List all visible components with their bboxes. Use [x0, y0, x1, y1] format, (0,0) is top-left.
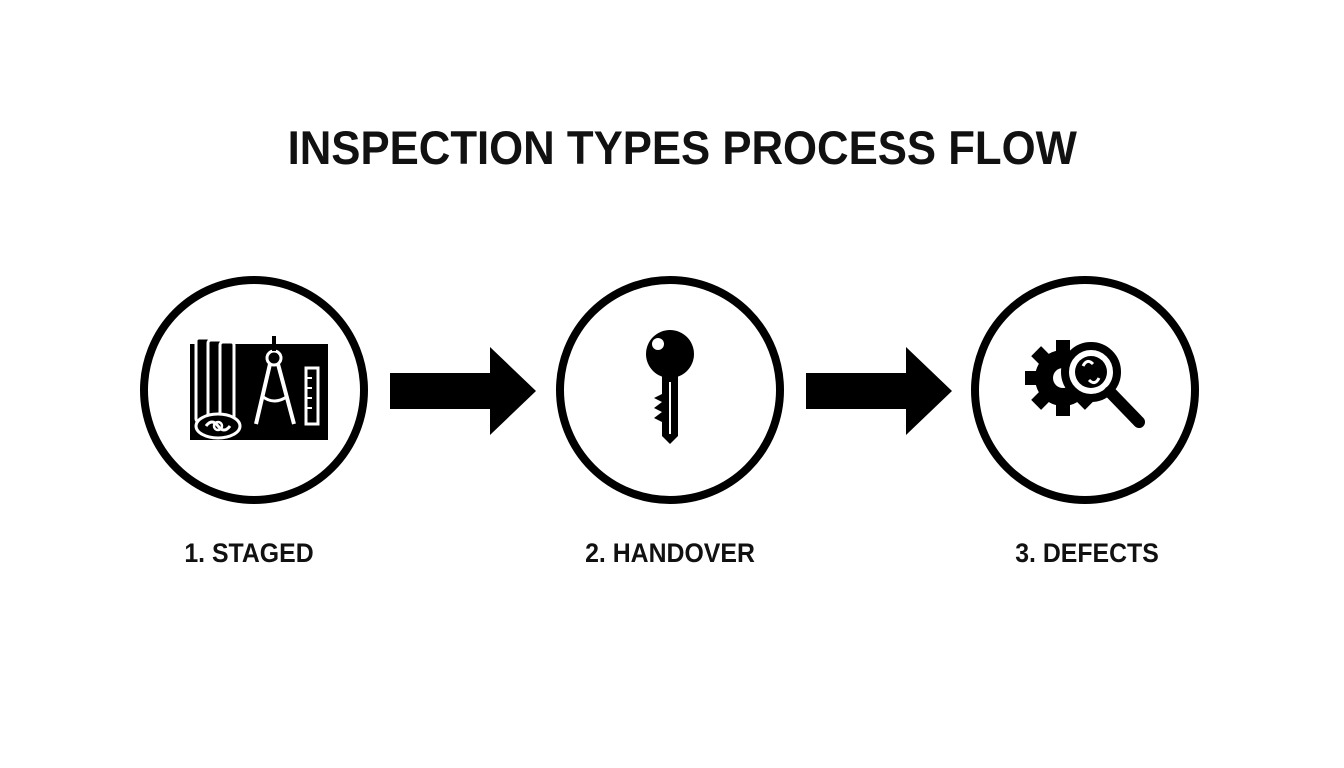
- arrow-right-icon: [806, 347, 952, 435]
- diagram-title: INSPECTION TYPES PROCESS FLOW: [287, 121, 1077, 174]
- step-2-label: 2. HANDOVER: [585, 538, 755, 568]
- key-icon: [646, 330, 694, 444]
- gear-magnifier-icon: [1025, 340, 1145, 428]
- step-3-label: 3. DEFECTS: [1015, 538, 1159, 568]
- step-2-circle: [556, 276, 784, 504]
- blueprint-icon: [190, 336, 328, 440]
- step-1-circle: [140, 276, 368, 504]
- step-3-circle: [971, 276, 1199, 504]
- arrow-right-icon: [390, 347, 536, 435]
- step-1-label: 1. STAGED: [184, 538, 314, 568]
